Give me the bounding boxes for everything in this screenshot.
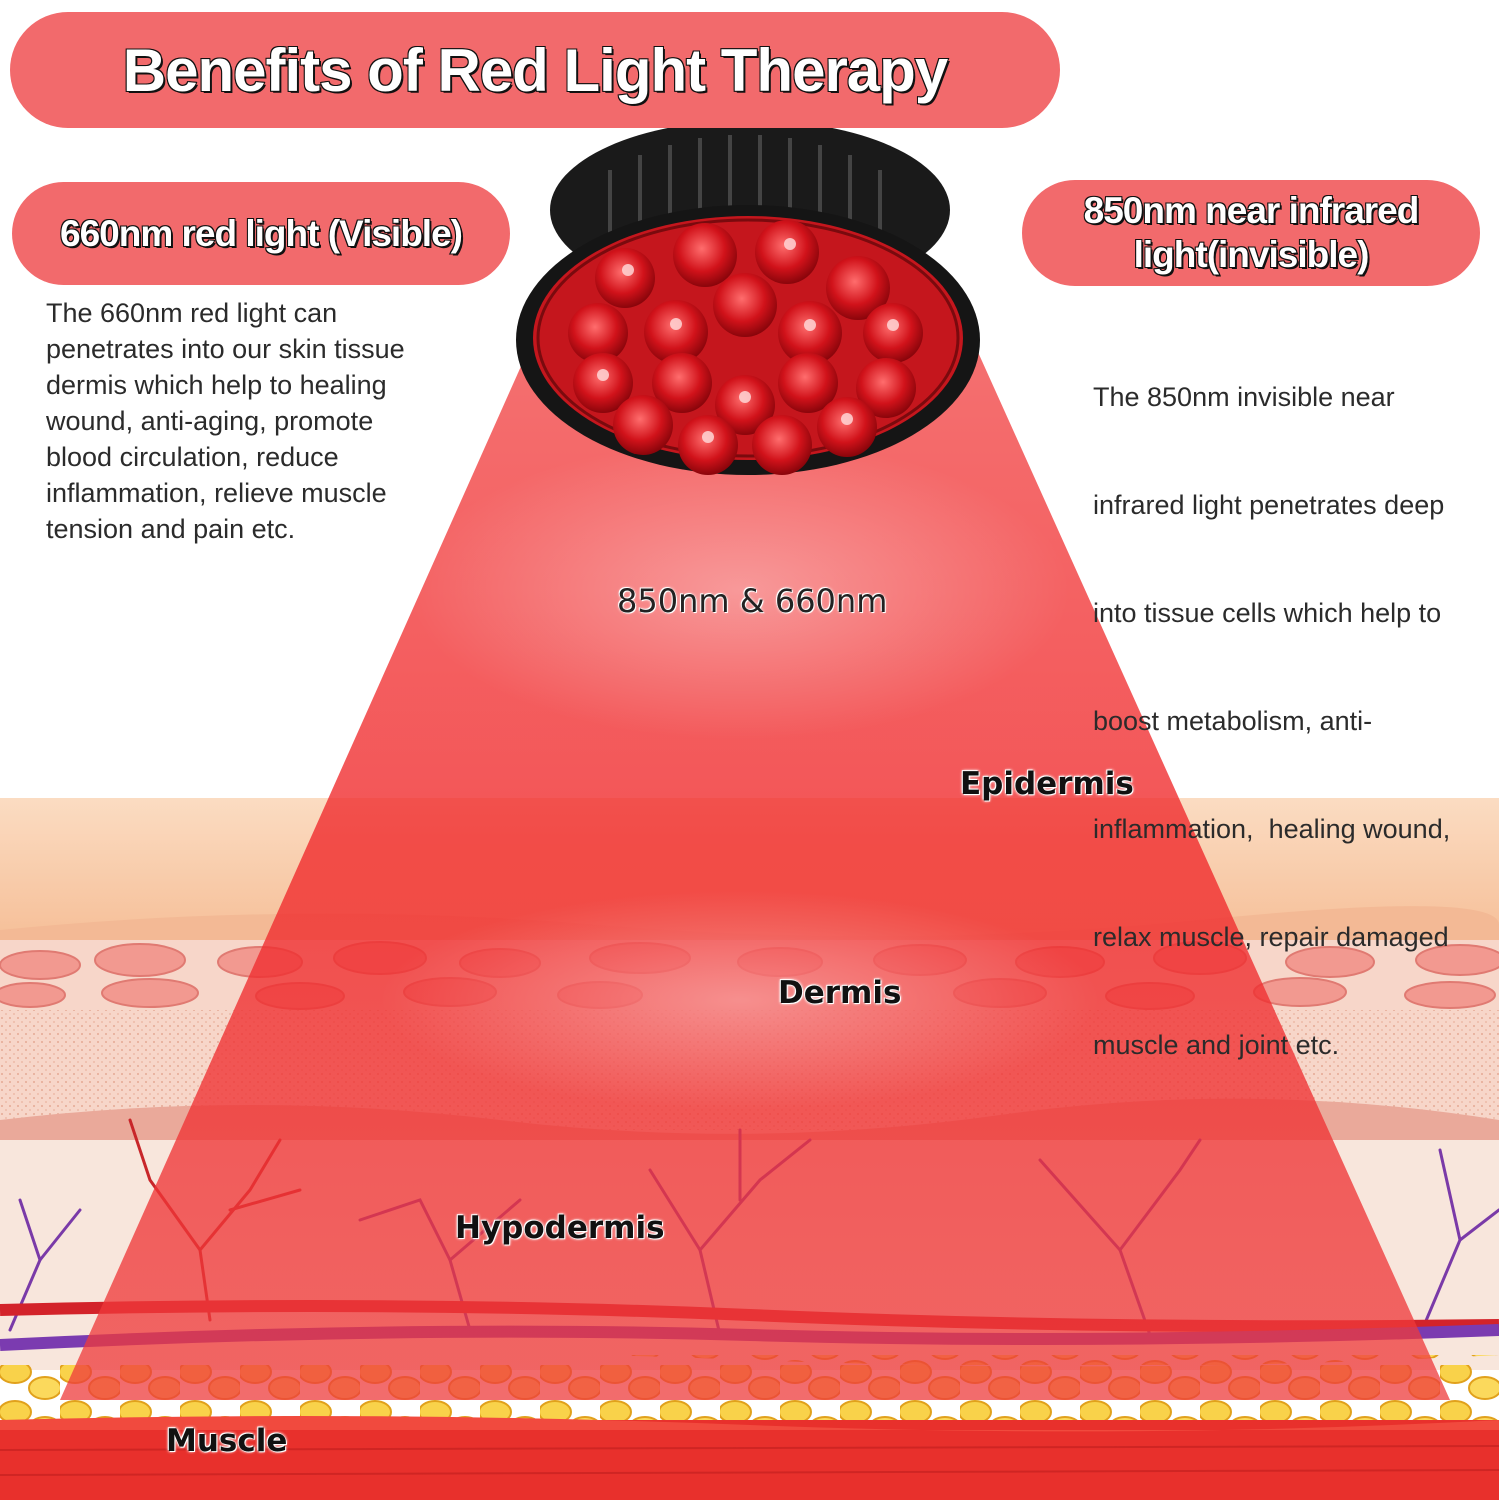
right-line: into tissue cells which help to [1093,598,1442,628]
right-heading-line1: 850nm near infrared [1083,189,1421,232]
right-line: boost metabolism, anti- [1093,706,1373,736]
right-heading-line2: light(invisible) [1133,233,1371,276]
left-line: dermis which help to healing [46,370,387,400]
left-description: The 660nm red light can penetrates into … [46,295,496,547]
wavelength-label: 850nm & 660nm [617,582,888,620]
right-line: infrared light penetrates deep [1093,490,1445,520]
left-line: penetrates into our skin tissue [46,334,405,364]
left-line: inflammation, relieve muscle [46,478,387,508]
left-line: blood circulation, reduce [46,442,339,472]
left-heading: 660nm red light (Visible) [59,212,464,255]
left-line: tension and pain etc. [46,514,296,544]
right-description: The 850nm invisible near infrared light … [1093,307,1493,1135]
right-heading-pill: 850nm near infrared light(invisible) [1022,180,1480,286]
left-line: wound, anti-aging, promote [46,406,374,436]
right-line: relax muscle, repair damaged [1093,922,1449,952]
title-banner: Benefits of Red Light Therapy [10,12,1060,128]
dermis-label: Dermis [778,975,902,1011]
epidermis-label: Epidermis [960,766,1134,802]
left-heading-pill: 660nm red light (Visible) [12,182,510,285]
right-line: inflammation, healing wound, [1093,814,1451,844]
left-line: The 660nm red light can [46,298,338,328]
right-line: The 850nm invisible near [1093,382,1395,412]
led-bulb-illustration [516,120,980,475]
hypodermis-label: Hypodermis [455,1210,665,1246]
right-line: muscle and joint etc. [1093,1030,1340,1060]
muscle-label: Muscle [166,1423,288,1459]
light-beam [60,290,1450,1400]
page-title: Benefits of Red Light Therapy [122,36,949,105]
